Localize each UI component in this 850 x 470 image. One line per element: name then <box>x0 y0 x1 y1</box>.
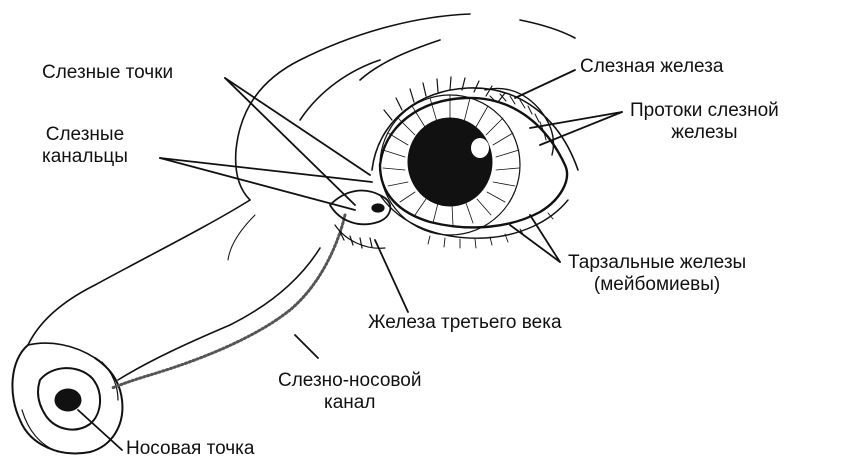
label-nasolacrimal-duct-line1: Слезно-носовой <box>278 370 421 392</box>
label-gland-ducts-line1: Протоки слезной <box>630 100 779 122</box>
label-lacrimal-points: Слезные точки <box>42 62 173 84</box>
label-tarsal-glands-line1: Тарзальные железы <box>568 252 746 274</box>
third-eyelid <box>330 191 390 249</box>
label-lacrimal-canaliculi-line2: канальцы <box>42 146 128 168</box>
nasolacrimal-duct <box>112 215 345 388</box>
label-tarsal-glands-line2: (мейбомиевы) <box>568 274 746 296</box>
label-nasolacrimal-duct-line2: канал <box>278 392 421 414</box>
nose <box>12 343 122 453</box>
label-third-eyelid-gland: Железа третьего века <box>368 312 562 334</box>
label-gland-ducts: Протоки слезной железы <box>630 100 779 144</box>
label-lacrimal-canaliculi-line1: Слезные <box>42 124 128 146</box>
label-tarsal-glands: Тарзальные железы (мейбомиевы) <box>568 252 746 296</box>
label-lacrimal-gland: Слезная железа <box>580 56 723 78</box>
label-gland-ducts-line2: железы <box>630 122 779 144</box>
label-lacrimal-canaliculi: Слезные канальцы <box>42 124 128 168</box>
label-nasal-point: Носовая точка <box>126 438 254 460</box>
eye <box>372 88 578 238</box>
label-nasolacrimal-duct: Слезно-носовой канал <box>278 370 421 414</box>
